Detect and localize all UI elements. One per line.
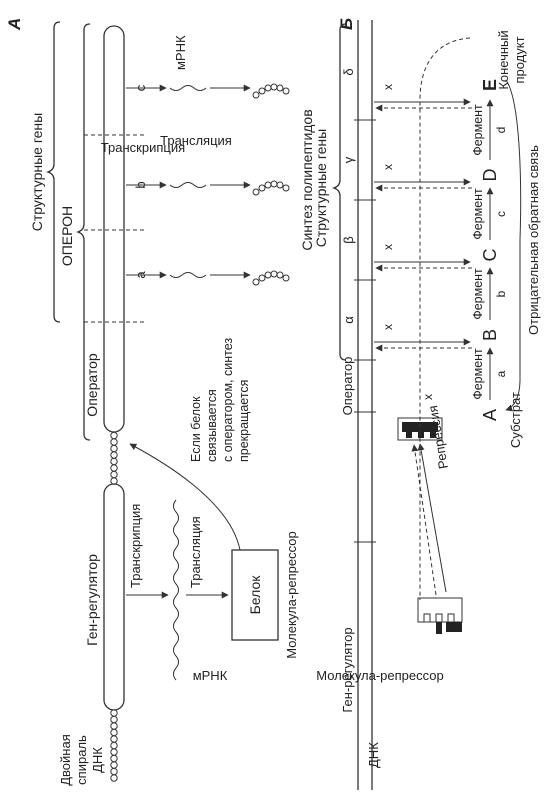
protein-label: Белок	[247, 575, 263, 615]
operator-label-a: Оператор	[84, 353, 100, 417]
mrna-top-label: мРНК	[173, 35, 188, 70]
enzyme-label-4: Фермент	[471, 104, 485, 156]
feedback-label: Отрицательная обратная связь	[526, 145, 541, 335]
step-c-label: c	[494, 211, 508, 217]
transcription-label-low: Транскрипция	[128, 504, 143, 588]
binding-note-line3: с оператором, синтез	[221, 338, 235, 462]
gene-regulator-label-a: Ген-регулятор	[84, 554, 100, 646]
gene-alpha: α	[341, 316, 356, 324]
gene-regulator-label-b: Ген-регулятор	[340, 627, 355, 712]
regulator-mrna-wave	[173, 499, 179, 681]
protein-box	[231, 549, 279, 641]
dna-beads	[110, 431, 118, 782]
dna-helix-line2: спираль	[74, 735, 89, 785]
negative-feedback-arrow	[505, 79, 522, 412]
x-mark-5: x	[421, 394, 435, 400]
binding-note-line1: Если белок	[189, 396, 203, 462]
inactive-repressor-shape	[417, 597, 463, 634]
step-a-label: a	[494, 370, 508, 377]
step-d-label: d	[494, 127, 508, 134]
polypeptide-chain-b	[252, 180, 290, 196]
binding-note-line4: прекращается	[237, 380, 251, 462]
panel-a: А ОПЕРОН Структурные гены Оператор Г	[5, 18, 315, 786]
x-mark-4: x	[381, 84, 395, 90]
mrna-wave-b	[169, 182, 207, 188]
repressor-molecule-label-a: Молекула-репрессор	[284, 531, 299, 659]
x-mark-3: x	[381, 164, 395, 170]
substance-B: B	[480, 329, 500, 341]
structural-genes-bracket	[45, 21, 61, 323]
operator-label-b: Оператор	[340, 357, 355, 416]
mrna-low-label: мРНК	[193, 668, 228, 683]
end-product-line1: Конечный	[496, 30, 511, 89]
repressor-molecule-label-b: Молекула-репрессор	[316, 668, 444, 683]
end-product-line2: продукт	[512, 36, 527, 83]
substance-E: E	[480, 79, 500, 91]
x-mark-1: x	[381, 324, 395, 330]
mrna-wave-a	[169, 272, 207, 278]
panel-a-letter: А	[5, 18, 24, 31]
structural-genes-label-a: Структурные гены	[29, 113, 45, 231]
binding-note-line2: связывается	[205, 389, 219, 462]
polypeptide-chain-c	[252, 83, 290, 99]
operon-label: ОПЕРОН	[59, 206, 75, 266]
repression-dashed-arrow-1	[411, 444, 437, 596]
gene-gamma: γ	[341, 156, 356, 163]
panel-b-letter: Б	[337, 18, 356, 30]
enzyme-label-1: Фермент	[471, 348, 485, 400]
repressor-binding-arrow	[129, 443, 241, 551]
gene-beta: β	[341, 236, 356, 243]
repression-arrow-2	[417, 443, 447, 593]
dna-helix-line3: ДНК	[90, 747, 105, 773]
structural-genes-label-b: Структурные гены	[313, 129, 329, 247]
operon-bracket	[75, 23, 91, 441]
transcription-label-top: Транскрипция	[101, 140, 185, 155]
enzyme-label-2: Фермент	[471, 268, 485, 320]
translation-label-low: Трансляция	[188, 516, 203, 588]
substance-C: C	[480, 249, 500, 262]
gene-delta: δ	[341, 68, 356, 75]
step-b-label: b	[494, 290, 508, 297]
repression-label: Репрессия	[425, 404, 451, 470]
enzyme-label-3: Фермент	[471, 188, 485, 240]
panel-b: Б Структурные гены α β γ δ Оператор Ген-…	[313, 18, 541, 790]
mrna-wave-c	[169, 85, 207, 91]
structural-genes-bracket-b	[331, 23, 347, 361]
dna-label-b: ДНК	[366, 742, 381, 768]
operon-segment	[103, 25, 125, 433]
polypeptides-label: Синтез полипептидов	[299, 109, 315, 250]
dna-helix-line1: Двойная	[58, 734, 73, 786]
feedback-dashed-path	[419, 37, 471, 600]
translation-label-top: Трансляция	[160, 133, 232, 148]
polypeptide-chain-a	[252, 270, 290, 286]
gene-regulator-segment	[103, 483, 125, 711]
substance-A: A	[480, 409, 500, 421]
substance-D: D	[480, 169, 500, 182]
x-mark-2: x	[381, 244, 395, 250]
